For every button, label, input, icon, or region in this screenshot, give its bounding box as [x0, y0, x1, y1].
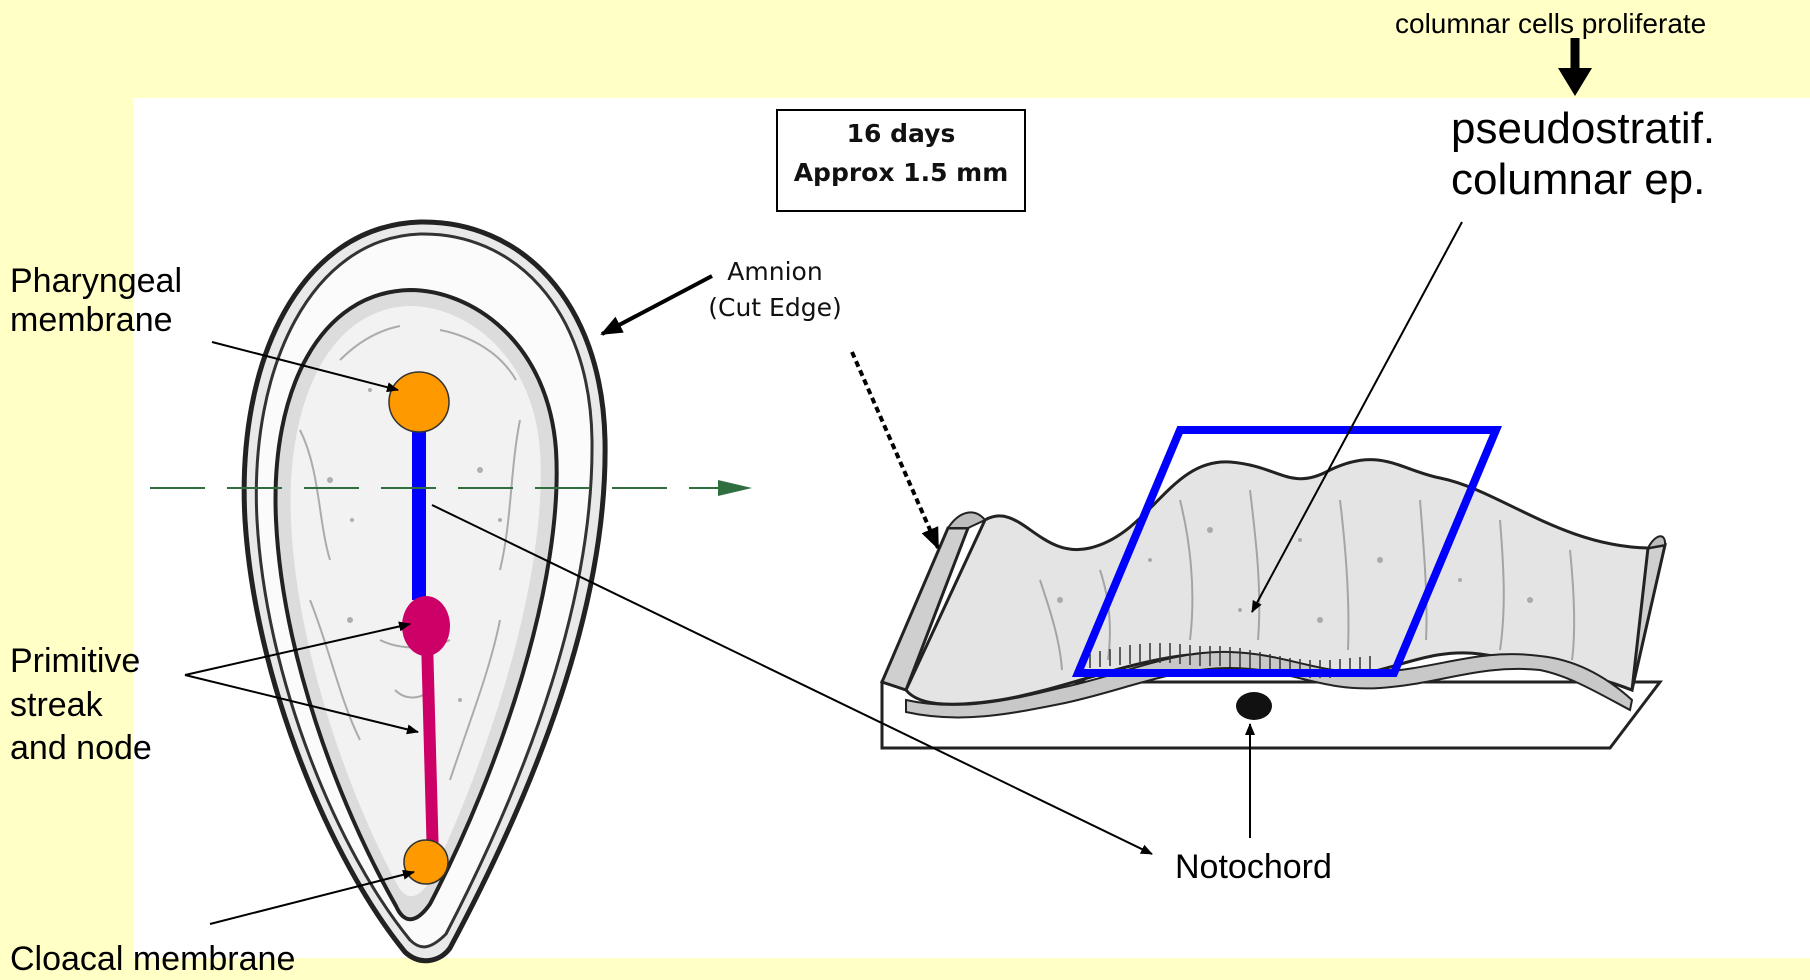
primitive-streak-label: Primitive streak and node	[10, 640, 152, 771]
notochord-label: Notochord	[1175, 848, 1332, 887]
age-box-line2: Approx 1.5 mm	[777, 154, 1025, 193]
pharyngeal-membrane-dot	[389, 372, 449, 432]
primitive-line1: Primitive	[10, 640, 152, 684]
amnion-label: Amnion (Cut Edge)	[695, 254, 855, 327]
proliferate-arrow-head	[1558, 68, 1592, 96]
age-box-line1: 16 days	[777, 115, 1025, 154]
amnion-line1: Amnion	[695, 254, 855, 290]
primitive-line3: and node	[10, 727, 152, 771]
primitive-line2: streak	[10, 684, 152, 728]
cloacal-membrane-label: Cloacal membrane	[10, 940, 295, 979]
pharyngeal-line1: Pharyngeal	[10, 262, 182, 301]
primitive-streak	[427, 640, 433, 860]
pseudostratified-label: pseudostratif. columnar ep.	[1451, 104, 1715, 205]
amnion-line2: (Cut Edge)	[695, 290, 855, 326]
notochord-blob	[1236, 692, 1272, 720]
pseudostratified-line2: columnar ep.	[1451, 155, 1715, 206]
top-note-label: columnar cells proliferate	[1395, 8, 1706, 40]
cloacal-membrane-dot	[404, 840, 448, 884]
pharyngeal-line2: membrane	[10, 301, 182, 340]
pseudostratified-line1: pseudostratif.	[1451, 104, 1715, 155]
age-box-text: 16 days Approx 1.5 mm	[777, 115, 1025, 193]
primitive-node	[402, 596, 450, 656]
pharyngeal-membrane-label: Pharyngeal membrane	[10, 262, 182, 340]
